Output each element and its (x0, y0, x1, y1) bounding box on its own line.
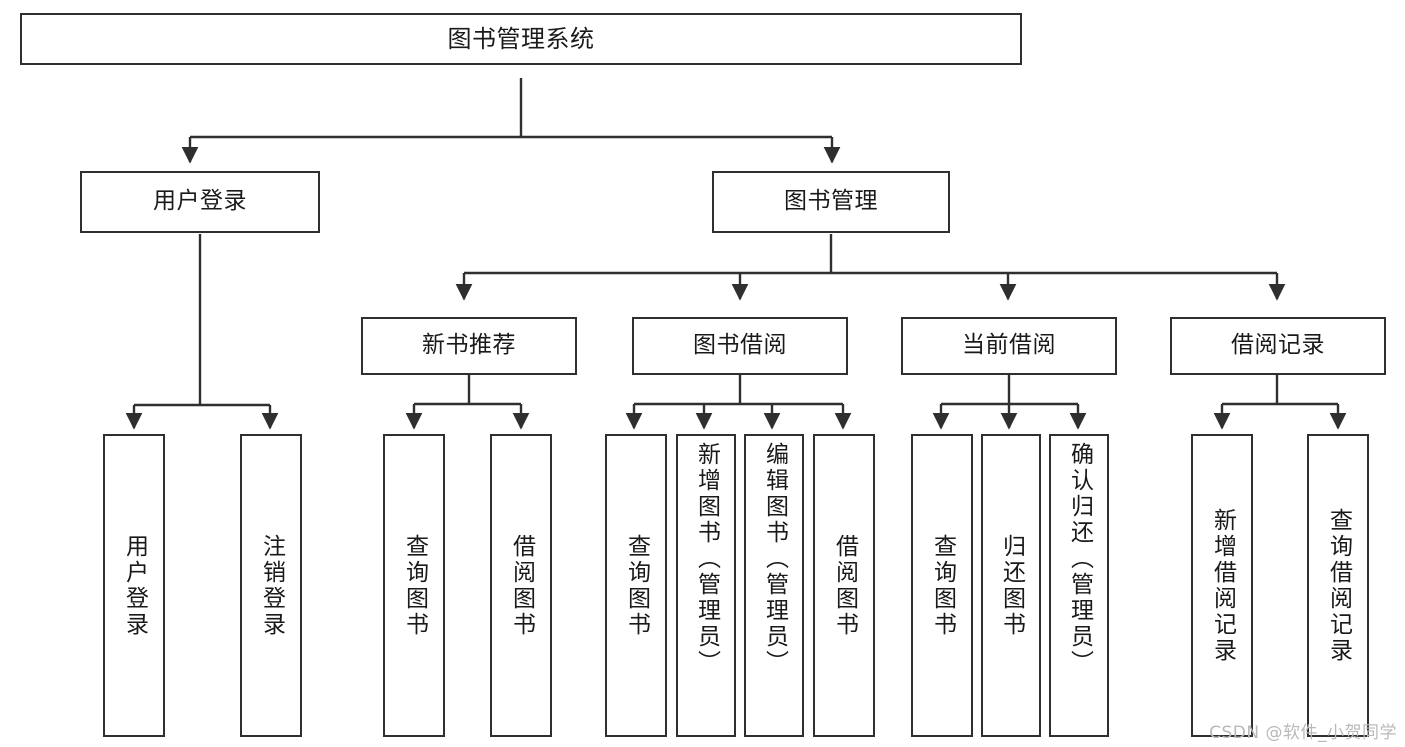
leaf-query-book-current[interactable]: 查询图书 (911, 434, 973, 737)
node-label: 图书管理 (784, 188, 878, 215)
node-label: 图书借阅 (693, 332, 787, 359)
node-book-borrow[interactable]: 图书借阅 (632, 317, 848, 375)
leaf-add-book-admin[interactable]: 新增图书（管理员） (676, 434, 736, 737)
node-user-login[interactable]: 用户登录 (80, 171, 320, 233)
node-label: 查询图书 (401, 533, 428, 638)
leaf-query-book-borrow[interactable]: 查询图书 (605, 434, 667, 737)
node-label: 用户登录 (121, 533, 148, 638)
leaf-borrow-book[interactable]: 借阅图书 (813, 434, 875, 737)
leaf-borrow-book-recommend[interactable]: 借阅图书 (490, 434, 552, 737)
node-label: 查询图书 (929, 533, 956, 638)
node-label: 借阅记录 (1231, 332, 1325, 359)
leaf-query-book-recommend[interactable]: 查询图书 (383, 434, 445, 737)
node-label: 借阅图书 (508, 533, 535, 638)
leaf-return-book[interactable]: 归还图书 (981, 434, 1041, 737)
leaf-confirm-return-admin[interactable]: 确认归还（管理员） (1049, 434, 1109, 737)
csdn-watermark: CSDN @软件_小贺同学 (1209, 723, 1397, 743)
leaf-add-borrow-record[interactable]: 新增借阅记录 (1191, 434, 1253, 737)
node-label: 查询图书 (623, 533, 650, 638)
node-label: 新书推荐 (422, 332, 516, 359)
node-new-book-recommend[interactable]: 新书推荐 (361, 317, 577, 375)
leaf-edit-book-admin[interactable]: 编辑图书（管理员） (744, 434, 804, 737)
node-label: 当前借阅 (962, 332, 1056, 359)
node-book-management[interactable]: 图书管理 (712, 171, 950, 233)
node-current-borrow[interactable]: 当前借阅 (901, 317, 1117, 375)
leaf-user-login[interactable]: 用户登录 (103, 434, 165, 737)
node-label: 归还图书 (998, 533, 1025, 638)
node-label: 编辑图书（管理员） (761, 442, 788, 676)
node-label: 新增图书（管理员） (693, 442, 720, 676)
node-label: 注销登录 (258, 533, 285, 638)
node-label: 新增借阅记录 (1209, 507, 1236, 664)
node-label: 用户登录 (153, 188, 247, 215)
leaf-logout-login[interactable]: 注销登录 (240, 434, 302, 737)
leaf-query-borrow-record[interactable]: 查询借阅记录 (1307, 434, 1369, 737)
node-root-system[interactable]: 图书管理系统 (20, 13, 1022, 65)
node-label: 确认归还（管理员） (1066, 442, 1093, 676)
node-label: 图书管理系统 (447, 24, 595, 53)
node-label: 查询借阅记录 (1325, 507, 1352, 664)
node-label: 借阅图书 (831, 533, 858, 638)
node-borrow-record[interactable]: 借阅记录 (1170, 317, 1386, 375)
